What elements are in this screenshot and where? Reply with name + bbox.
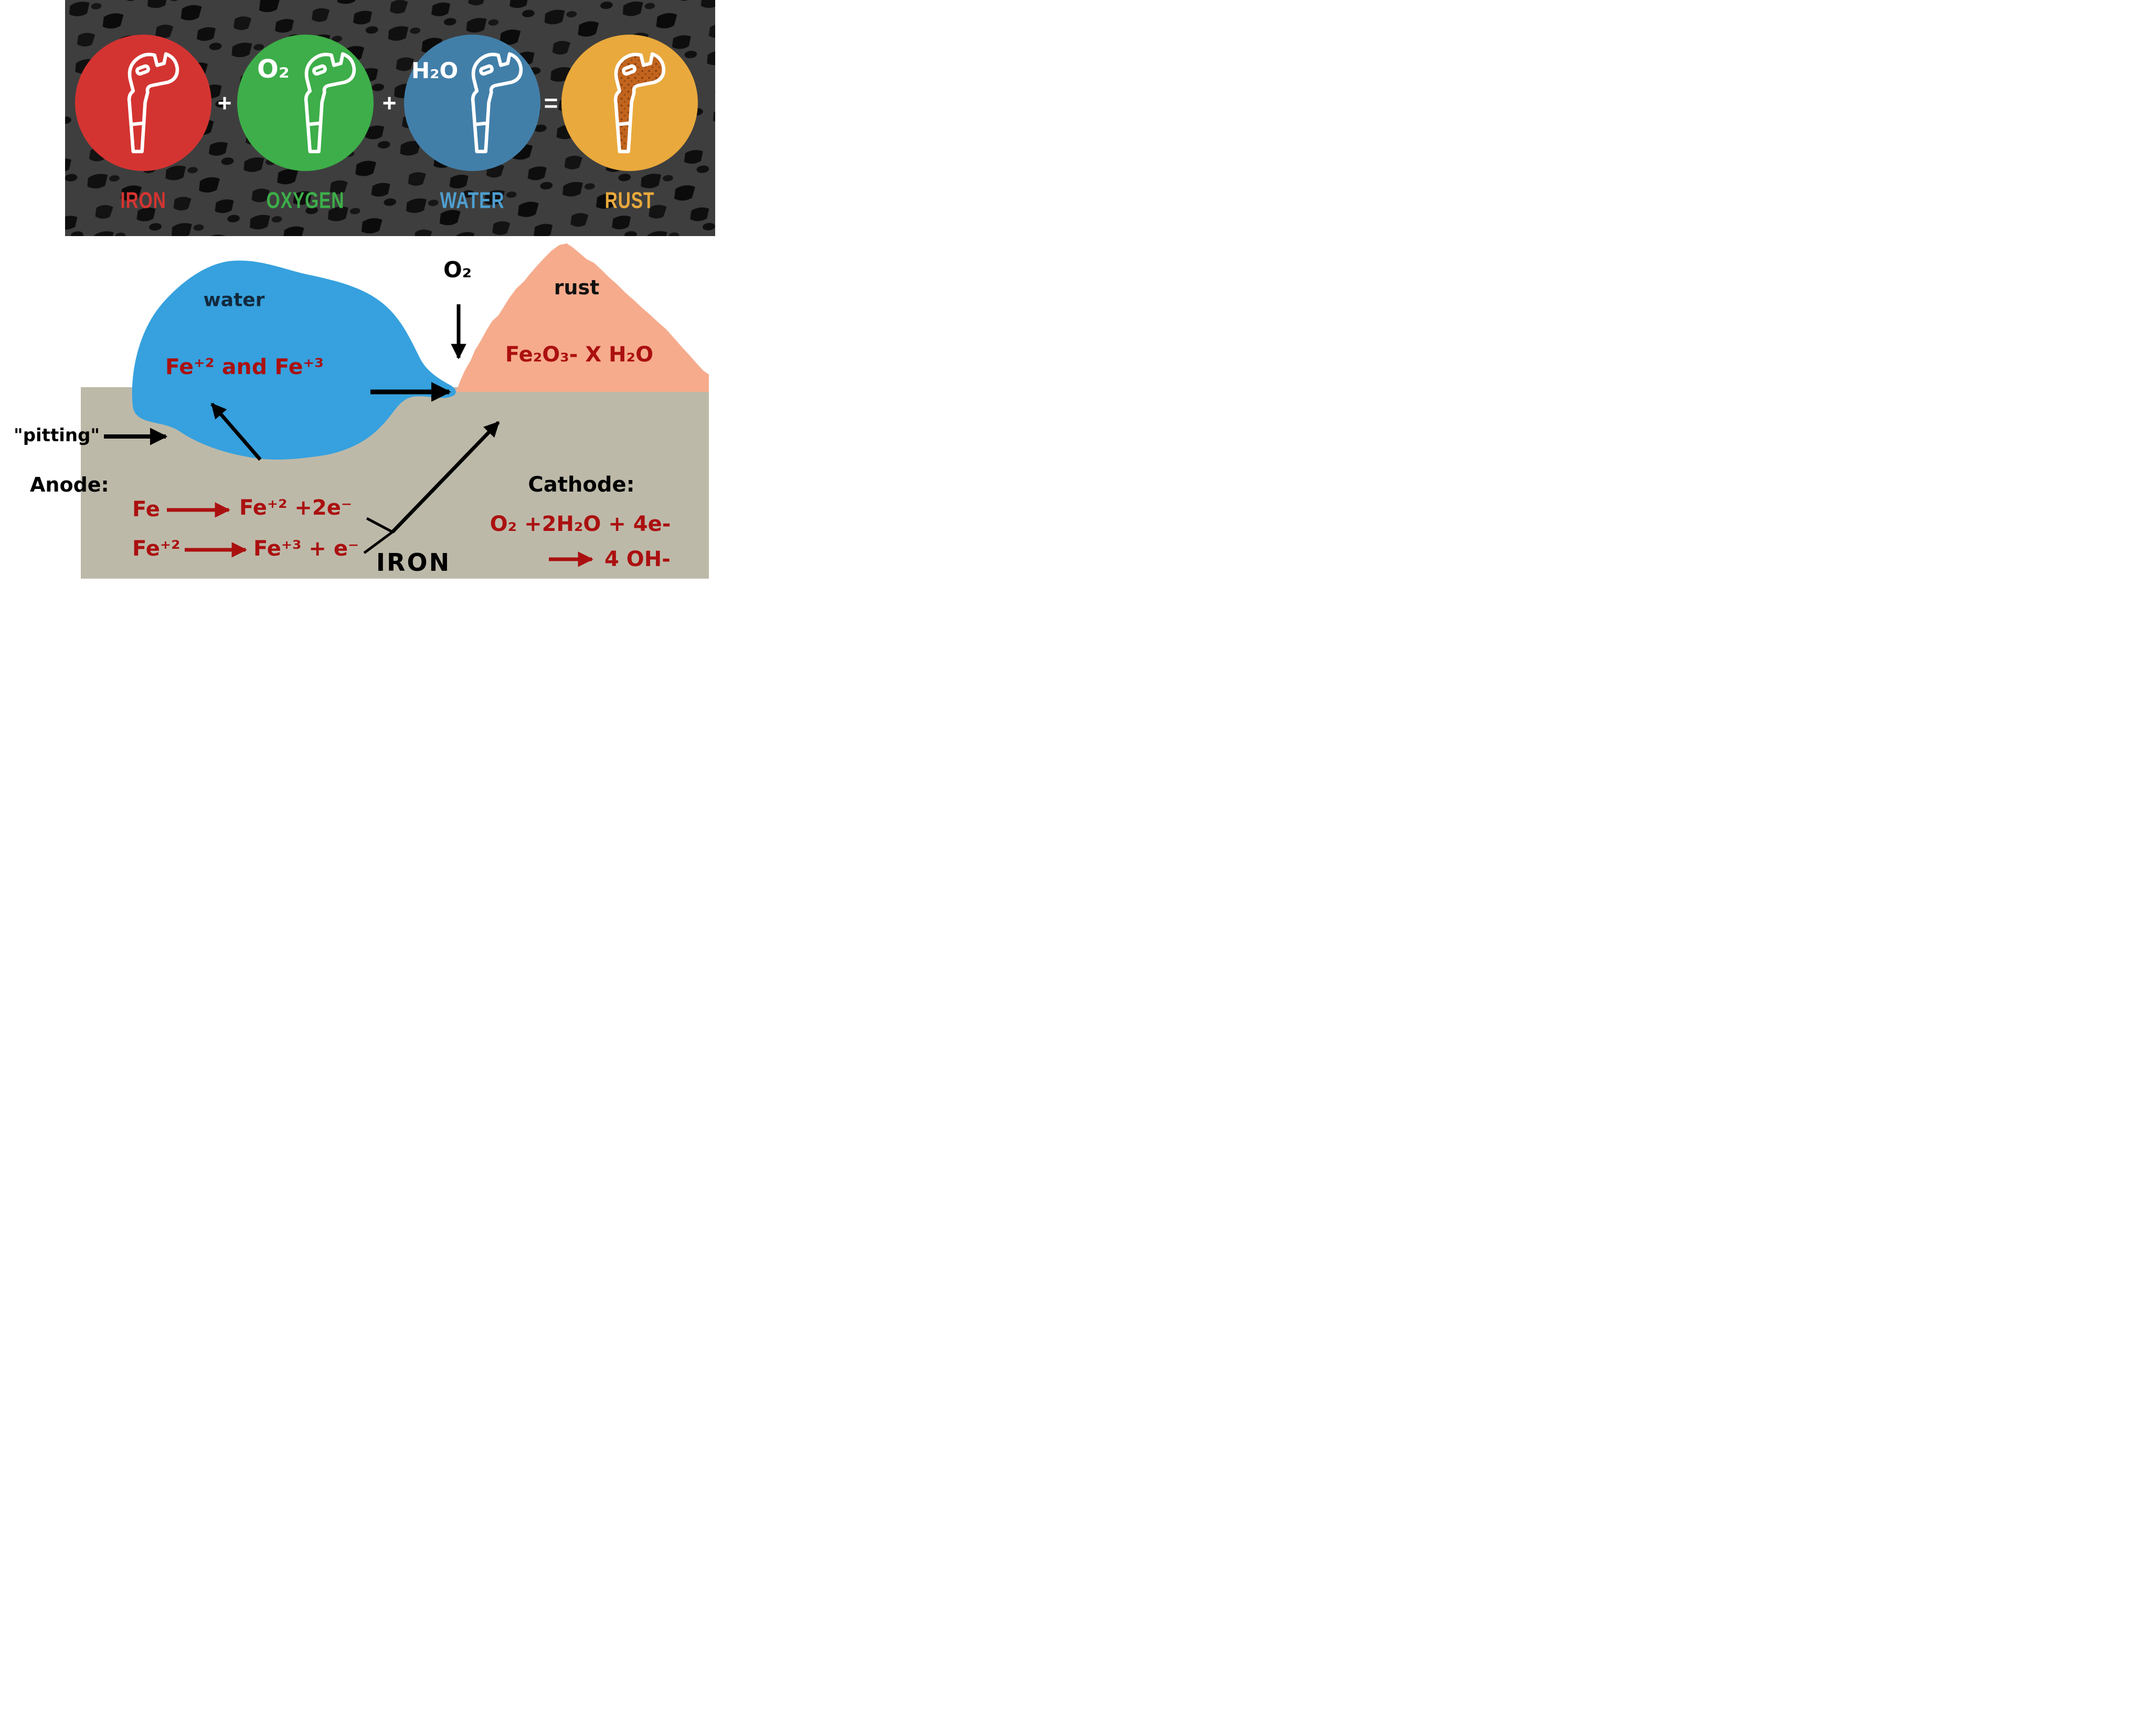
oxygen-term-label: OXYGEN (266, 187, 345, 214)
iron-term: IRON (75, 35, 211, 214)
rust-infographic-page: IRON + O₂ OXYGEN + H₂O WATER = RUST (0, 0, 715, 579)
plus-operator-2: + (382, 89, 397, 116)
o2-symbol: O₂ (257, 55, 290, 84)
rust-label: rust (554, 276, 600, 299)
iron-term-label: IRON (120, 187, 166, 214)
iron-block-label: IRON (376, 548, 451, 577)
rust-formula: Fe₂O₃- X H₂O (505, 343, 654, 367)
water-circle: H₂O (404, 35, 540, 171)
rust-mound-shape (456, 243, 709, 392)
iron-circle (75, 35, 211, 171)
oxygen-label: O₂ (443, 257, 472, 283)
rust-equation-banner: IRON + O₂ OXYGEN + H₂O WATER = RUST (65, 0, 715, 236)
cathode-reaction-product: 4 OH- (604, 547, 671, 571)
pitting-label: "pitting" (14, 425, 100, 446)
iron-ions-label: Fe⁺² and Fe⁺³ (165, 354, 324, 379)
anode-reaction-2-reactant: Fe⁺² (132, 537, 180, 561)
equals-operator: = (544, 89, 558, 116)
anode-heading: Anode: (30, 473, 109, 496)
ion-migration-arrow (210, 402, 262, 461)
anode-reaction-1-product: Fe⁺² +2e⁻ (239, 496, 352, 520)
water-term-label: WATER (440, 187, 505, 214)
water-term: H₂O WATER (404, 35, 540, 214)
h2o-symbol: H₂O (411, 58, 459, 83)
plus-operator-1: + (217, 89, 232, 116)
rust-term-label: RUST (604, 187, 655, 214)
rust-chemistry-diagram (81, 243, 709, 579)
oxygen-circle: O₂ (237, 35, 374, 171)
anode-reaction-1-reactant: Fe (132, 497, 160, 521)
rust-circle (561, 35, 698, 171)
anode-reaction-2-product: Fe⁺³ + e⁻ (253, 537, 359, 561)
water-label: water (203, 289, 265, 311)
electron-flow-to-cathode-arrow (391, 421, 500, 534)
cathode-reaction-reactants: O₂ +2H₂O + 4e- (490, 512, 671, 536)
rust-term: RUST (561, 35, 698, 214)
cathode-heading: Cathode: (528, 473, 635, 497)
oxygen-term: O₂ OXYGEN (237, 35, 374, 214)
